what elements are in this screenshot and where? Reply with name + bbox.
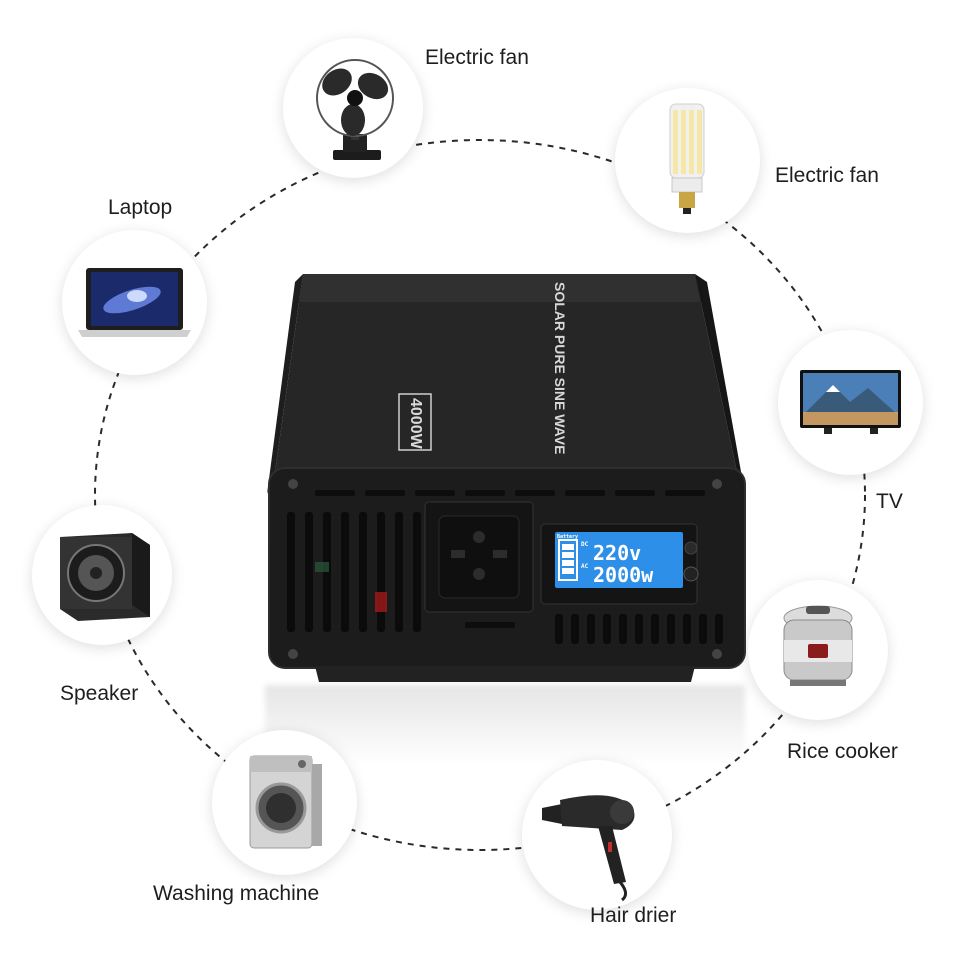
fan-node: [283, 38, 423, 178]
tv-label: TV: [876, 490, 903, 513]
lcd-screen: [555, 532, 683, 588]
inverter-reflection: [265, 685, 745, 765]
lcd-dc-label: DC: [581, 541, 589, 548]
lcd-voltage-readout: 220v: [593, 541, 641, 565]
left-vents: [287, 512, 421, 632]
washing-machine-icon: [249, 755, 322, 849]
top-vents: [315, 490, 705, 496]
laptop-label: Laptop: [108, 196, 173, 219]
washer-label: Washing machine: [153, 882, 320, 905]
laptop-icon: [78, 268, 191, 337]
inverter-rating-text: 4000W: [407, 398, 424, 450]
bulb-node: [615, 88, 760, 233]
drier-node: [522, 760, 672, 910]
rice-label: Rice cooker: [787, 740, 898, 763]
fan-label: Electric fan: [425, 46, 529, 69]
bottom-vents: [555, 614, 723, 644]
led-corn-bulb-icon: [669, 103, 705, 214]
speaker-node: [32, 505, 172, 645]
speaker-label: Speaker: [60, 682, 139, 705]
bulb-label: Electric fan: [775, 164, 879, 187]
rice-cooker-icon: [783, 605, 853, 686]
inverter-top: [275, 274, 737, 472]
lcd-battery-label: Battery: [557, 534, 578, 540]
hair-drier-icon: [542, 795, 635, 902]
inverter-series-text: SOLAR PURE SINE WAVE: [552, 282, 568, 454]
laptop-node: [62, 230, 207, 375]
drier-label: Hair drier: [590, 904, 677, 927]
dashed-ring: [94, 139, 866, 851]
power-inverter: SOLAR PURE SINE WAVE 4000W Battery DC AC…: [267, 274, 746, 682]
speaker-icon: [60, 533, 150, 621]
electric-fan-icon: [316, 59, 394, 160]
lcd-wattage-readout: 2000w: [593, 563, 654, 587]
lcd-ac-label: AC: [581, 563, 589, 570]
indicator-led: [684, 541, 698, 555]
rice-node: [748, 580, 888, 720]
power-button[interactable]: [683, 566, 699, 582]
washer-node: [212, 730, 357, 875]
tv-icon: [800, 370, 901, 434]
tv-node: [778, 330, 923, 475]
